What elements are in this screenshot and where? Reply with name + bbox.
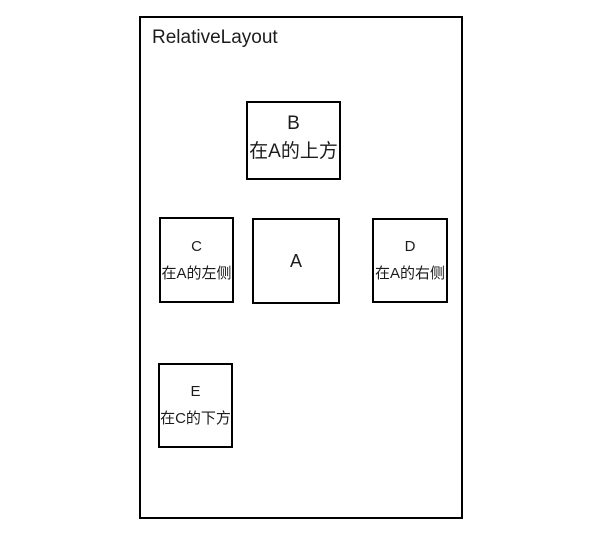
box-b-label: B [287, 112, 300, 134]
box-e-label: E [190, 383, 201, 400]
box-d: D 在A的右侧 [372, 218, 448, 303]
box-e: E 在C的下方 [158, 363, 233, 448]
box-d-label: D [404, 238, 416, 255]
box-b-desc: 在A的上方 [249, 140, 338, 162]
box-c-desc: 在A的左侧 [161, 264, 232, 282]
layout-title: RelativeLayout [152, 27, 278, 48]
box-a-label: A [289, 251, 302, 271]
box-c: C 在A的左侧 [159, 217, 234, 303]
box-a: A [252, 218, 340, 304]
box-b: B 在A的上方 [246, 101, 341, 180]
box-e-desc: 在C的下方 [160, 410, 231, 427]
relativelayout-frame: RelativeLayout B 在A的上方 C 在A的左侧 A D 在A的右侧… [139, 16, 463, 519]
box-c-label: C [191, 237, 202, 255]
box-d-desc: 在A的右侧 [374, 265, 445, 282]
